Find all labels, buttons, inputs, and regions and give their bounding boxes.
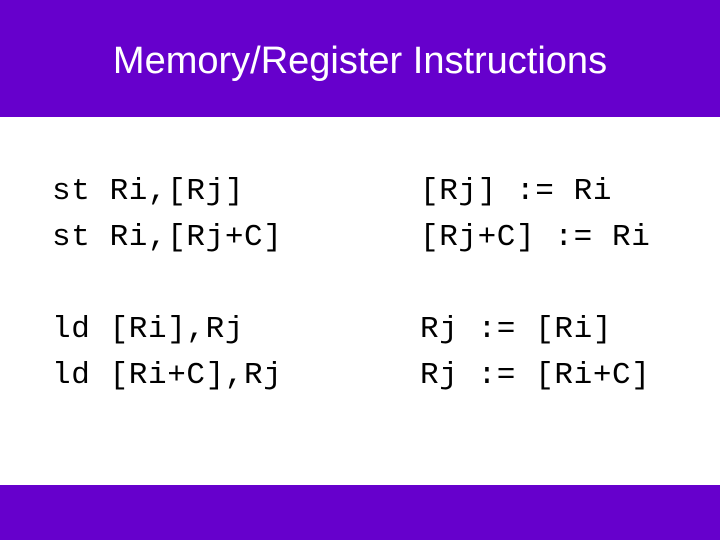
instruction-group-store: st Ri,[Rj] [Rj] := Ri st Ri,[Rj+C] [Rj+C… <box>52 169 692 261</box>
instruction-table: st Ri,[Rj] [Rj] := Ri st Ri,[Rj+C] [Rj+C… <box>52 169 692 399</box>
slide-body: st Ri,[Rj] [Rj] := Ri st Ri,[Rj+C] [Rj+C… <box>0 117 720 485</box>
table-row: st Ri,[Rj] [Rj] := Ri <box>52 169 692 215</box>
table-row: ld [Ri],Rj Rj := [Ri] <box>52 307 692 353</box>
instruction-syntax: st Ri,[Rj] <box>52 174 245 209</box>
page-title: Memory/Register Instructions <box>112 40 608 82</box>
footer-banner <box>0 485 720 540</box>
instruction-semantics: [Rj+C] := Ri <box>420 220 651 255</box>
title-banner <box>0 0 720 117</box>
instruction-syntax: ld [Ri],Rj <box>52 312 245 347</box>
instruction-syntax: ld [Ri+C],Rj <box>52 358 283 393</box>
table-row: ld [Ri+C],Rj Rj := [Ri+C] <box>52 353 692 399</box>
instruction-semantics: Rj := [Ri] <box>420 312 613 347</box>
instruction-semantics: Rj := [Ri+C] <box>420 358 651 393</box>
instruction-semantics: [Rj] := Ri <box>420 174 613 209</box>
instruction-group-load: ld [Ri],Rj Rj := [Ri] ld [Ri+C],Rj Rj :=… <box>52 307 692 399</box>
table-row: st Ri,[Rj+C] [Rj+C] := Ri <box>52 215 692 261</box>
instruction-syntax: st Ri,[Rj+C] <box>52 220 283 255</box>
